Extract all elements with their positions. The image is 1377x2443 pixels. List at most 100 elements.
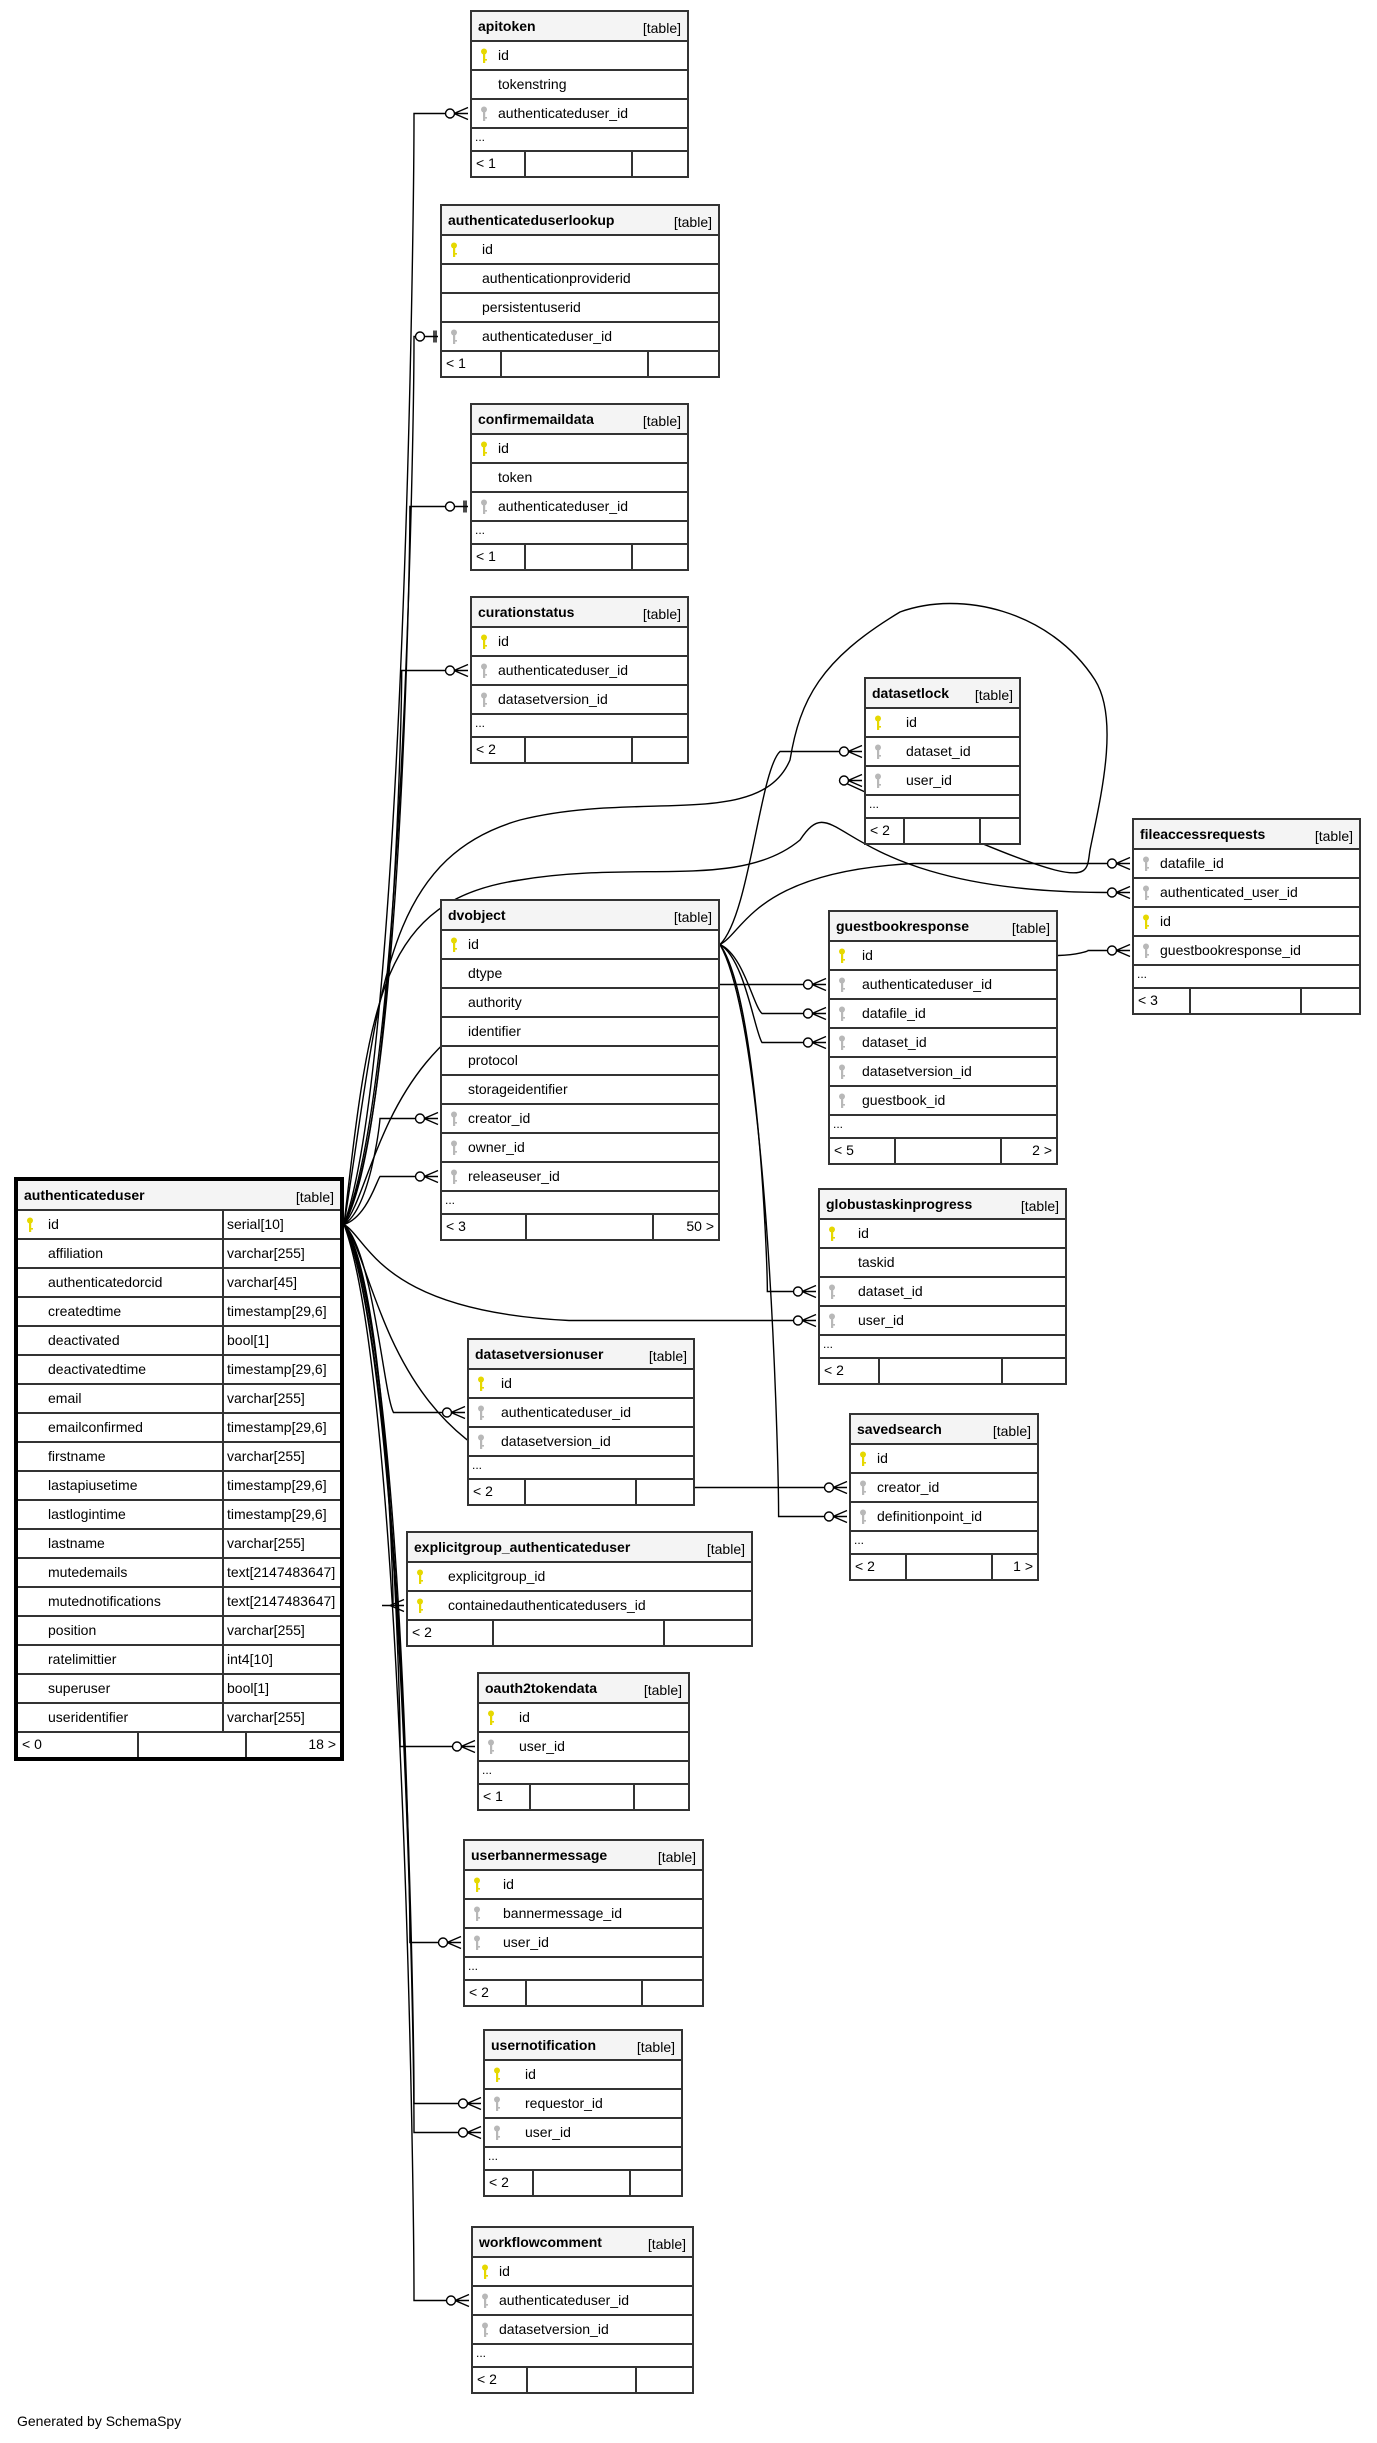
column-row[interactable]: datasetversion_id <box>473 2316 692 2345</box>
parents-count[interactable]: < 2 <box>870 822 890 838</box>
column-row[interactable]: id <box>479 1704 688 1733</box>
table-name[interactable]: userbannermessage <box>471 1847 608 1863</box>
table-header[interactable]: datasetlock[table] <box>866 679 1019 709</box>
column-row[interactable]: authenticateduser_id <box>472 657 687 686</box>
column-row[interactable]: id <box>830 942 1056 971</box>
parents-count[interactable]: < 1 <box>476 548 496 564</box>
children-count[interactable]: 2 > <box>1000 1139 1056 1163</box>
table-explicitgroup_authenticateduser[interactable]: explicitgroup_authenticateduser[table]ex… <box>406 1531 753 1647</box>
column-row[interactable]: id <box>442 931 718 960</box>
relationship-edge[interactable] <box>719 944 794 1293</box>
column-row[interactable]: identifier <box>442 1018 718 1047</box>
table-header[interactable]: oauth2tokendata[table] <box>479 1674 688 1704</box>
table-name[interactable]: guestbookresponse <box>836 918 970 934</box>
relationship-edge[interactable] <box>343 335 416 1225</box>
column-row[interactable]: authenticationproviderid <box>442 265 718 294</box>
table-header[interactable]: dvobject[table] <box>442 901 718 931</box>
parents-count[interactable]: < 1 <box>483 1788 503 1804</box>
parents-count[interactable]: < 2 <box>489 2174 509 2190</box>
table-header[interactable]: datasetversionuser[table] <box>469 1340 693 1370</box>
relationship-edge[interactable] <box>343 1224 394 1607</box>
column-row[interactable]: persistentuserid <box>442 294 718 323</box>
table-name[interactable]: oauth2tokendata <box>485 1680 598 1696</box>
column-row[interactable]: containedauthenticatedusers_id <box>408 1592 751 1621</box>
column-row[interactable]: datafile_id <box>830 1000 1056 1029</box>
column-row[interactable]: releaseuser_id <box>442 1163 718 1192</box>
column-row[interactable]: id <box>472 435 687 464</box>
column-row[interactable]: storageidentifier <box>442 1076 718 1105</box>
column-row[interactable]: user_id <box>479 1733 688 1762</box>
relationship-edge[interactable] <box>343 1224 459 2134</box>
column-row[interactable]: id <box>469 1370 693 1399</box>
children-count[interactable] <box>663 1621 751 1645</box>
column-row[interactable]: dataset_id <box>866 738 1019 767</box>
column-row[interactable]: datafile_id <box>1134 850 1359 879</box>
parents-count[interactable]: < 2 <box>473 1483 493 1499</box>
table-header[interactable]: curationstatus[table] <box>472 598 687 628</box>
children-count[interactable] <box>635 2368 692 2392</box>
table-header[interactable]: fileaccessrequests[table] <box>1134 820 1359 850</box>
relationship-edge[interactable] <box>343 1117 416 1226</box>
relationship-edge[interactable] <box>1057 949 1108 957</box>
column-row[interactable]: guestbookresponse_id <box>1134 937 1359 966</box>
children-count[interactable] <box>635 1480 693 1504</box>
relationship-edge[interactable] <box>343 112 446 1225</box>
table-name[interactable]: workflowcomment <box>479 2234 602 2250</box>
column-row[interactable]: authenticateduser_id <box>469 1399 693 1428</box>
column-row[interactable]: owner_id <box>442 1134 718 1163</box>
column-row[interactable]: definitionpoint_id <box>851 1503 1037 1532</box>
column-row[interactable]: datasetversion_id <box>472 686 687 715</box>
table-name[interactable]: authenticateduser <box>24 1187 145 1203</box>
column-row[interactable]: creator_id <box>442 1105 718 1134</box>
column-row[interactable]: dtype <box>442 960 718 989</box>
column-row[interactable]: protocol <box>442 1047 718 1076</box>
column-row[interactable]: id <box>1134 908 1359 937</box>
relationship-edge[interactable] <box>343 669 446 1225</box>
table-header[interactable]: apitoken[table] <box>472 12 687 42</box>
column-row[interactable]: authenticateduser_id <box>472 100 687 129</box>
column-row[interactable]: id <box>442 236 718 265</box>
children-count[interactable] <box>979 819 1019 843</box>
table-name[interactable]: globustaskinprogress <box>826 1196 973 1212</box>
parents-count[interactable]: < 2 <box>476 741 496 757</box>
column-row[interactable]: id <box>851 1445 1037 1474</box>
relationship-edge[interactable] <box>719 750 840 945</box>
children-count[interactable] <box>631 152 687 176</box>
children-count[interactable] <box>631 545 687 569</box>
column-row[interactable]: taskid <box>820 1249 1065 1278</box>
table-header[interactable]: guestbookresponse[table] <box>830 912 1056 942</box>
column-row[interactable]: authenticateduser_id <box>472 493 687 522</box>
column-row[interactable]: bannermessage_id <box>465 1900 702 1929</box>
relationship-edge[interactable] <box>719 944 825 1518</box>
column-row[interactable]: user_id <box>465 1929 702 1958</box>
relationship-edge[interactable] <box>343 505 446 1225</box>
column-row[interactable]: id <box>472 628 687 657</box>
column-row[interactable]: id <box>472 42 687 71</box>
children-count[interactable]: 50 > <box>652 1215 718 1239</box>
relationship-edge[interactable] <box>343 1223 443 1414</box>
column-row[interactable]: authority <box>442 989 718 1018</box>
column-row[interactable]: authenticated_user_id <box>1134 879 1359 908</box>
table-name[interactable]: datasetversionuser <box>475 1346 604 1362</box>
